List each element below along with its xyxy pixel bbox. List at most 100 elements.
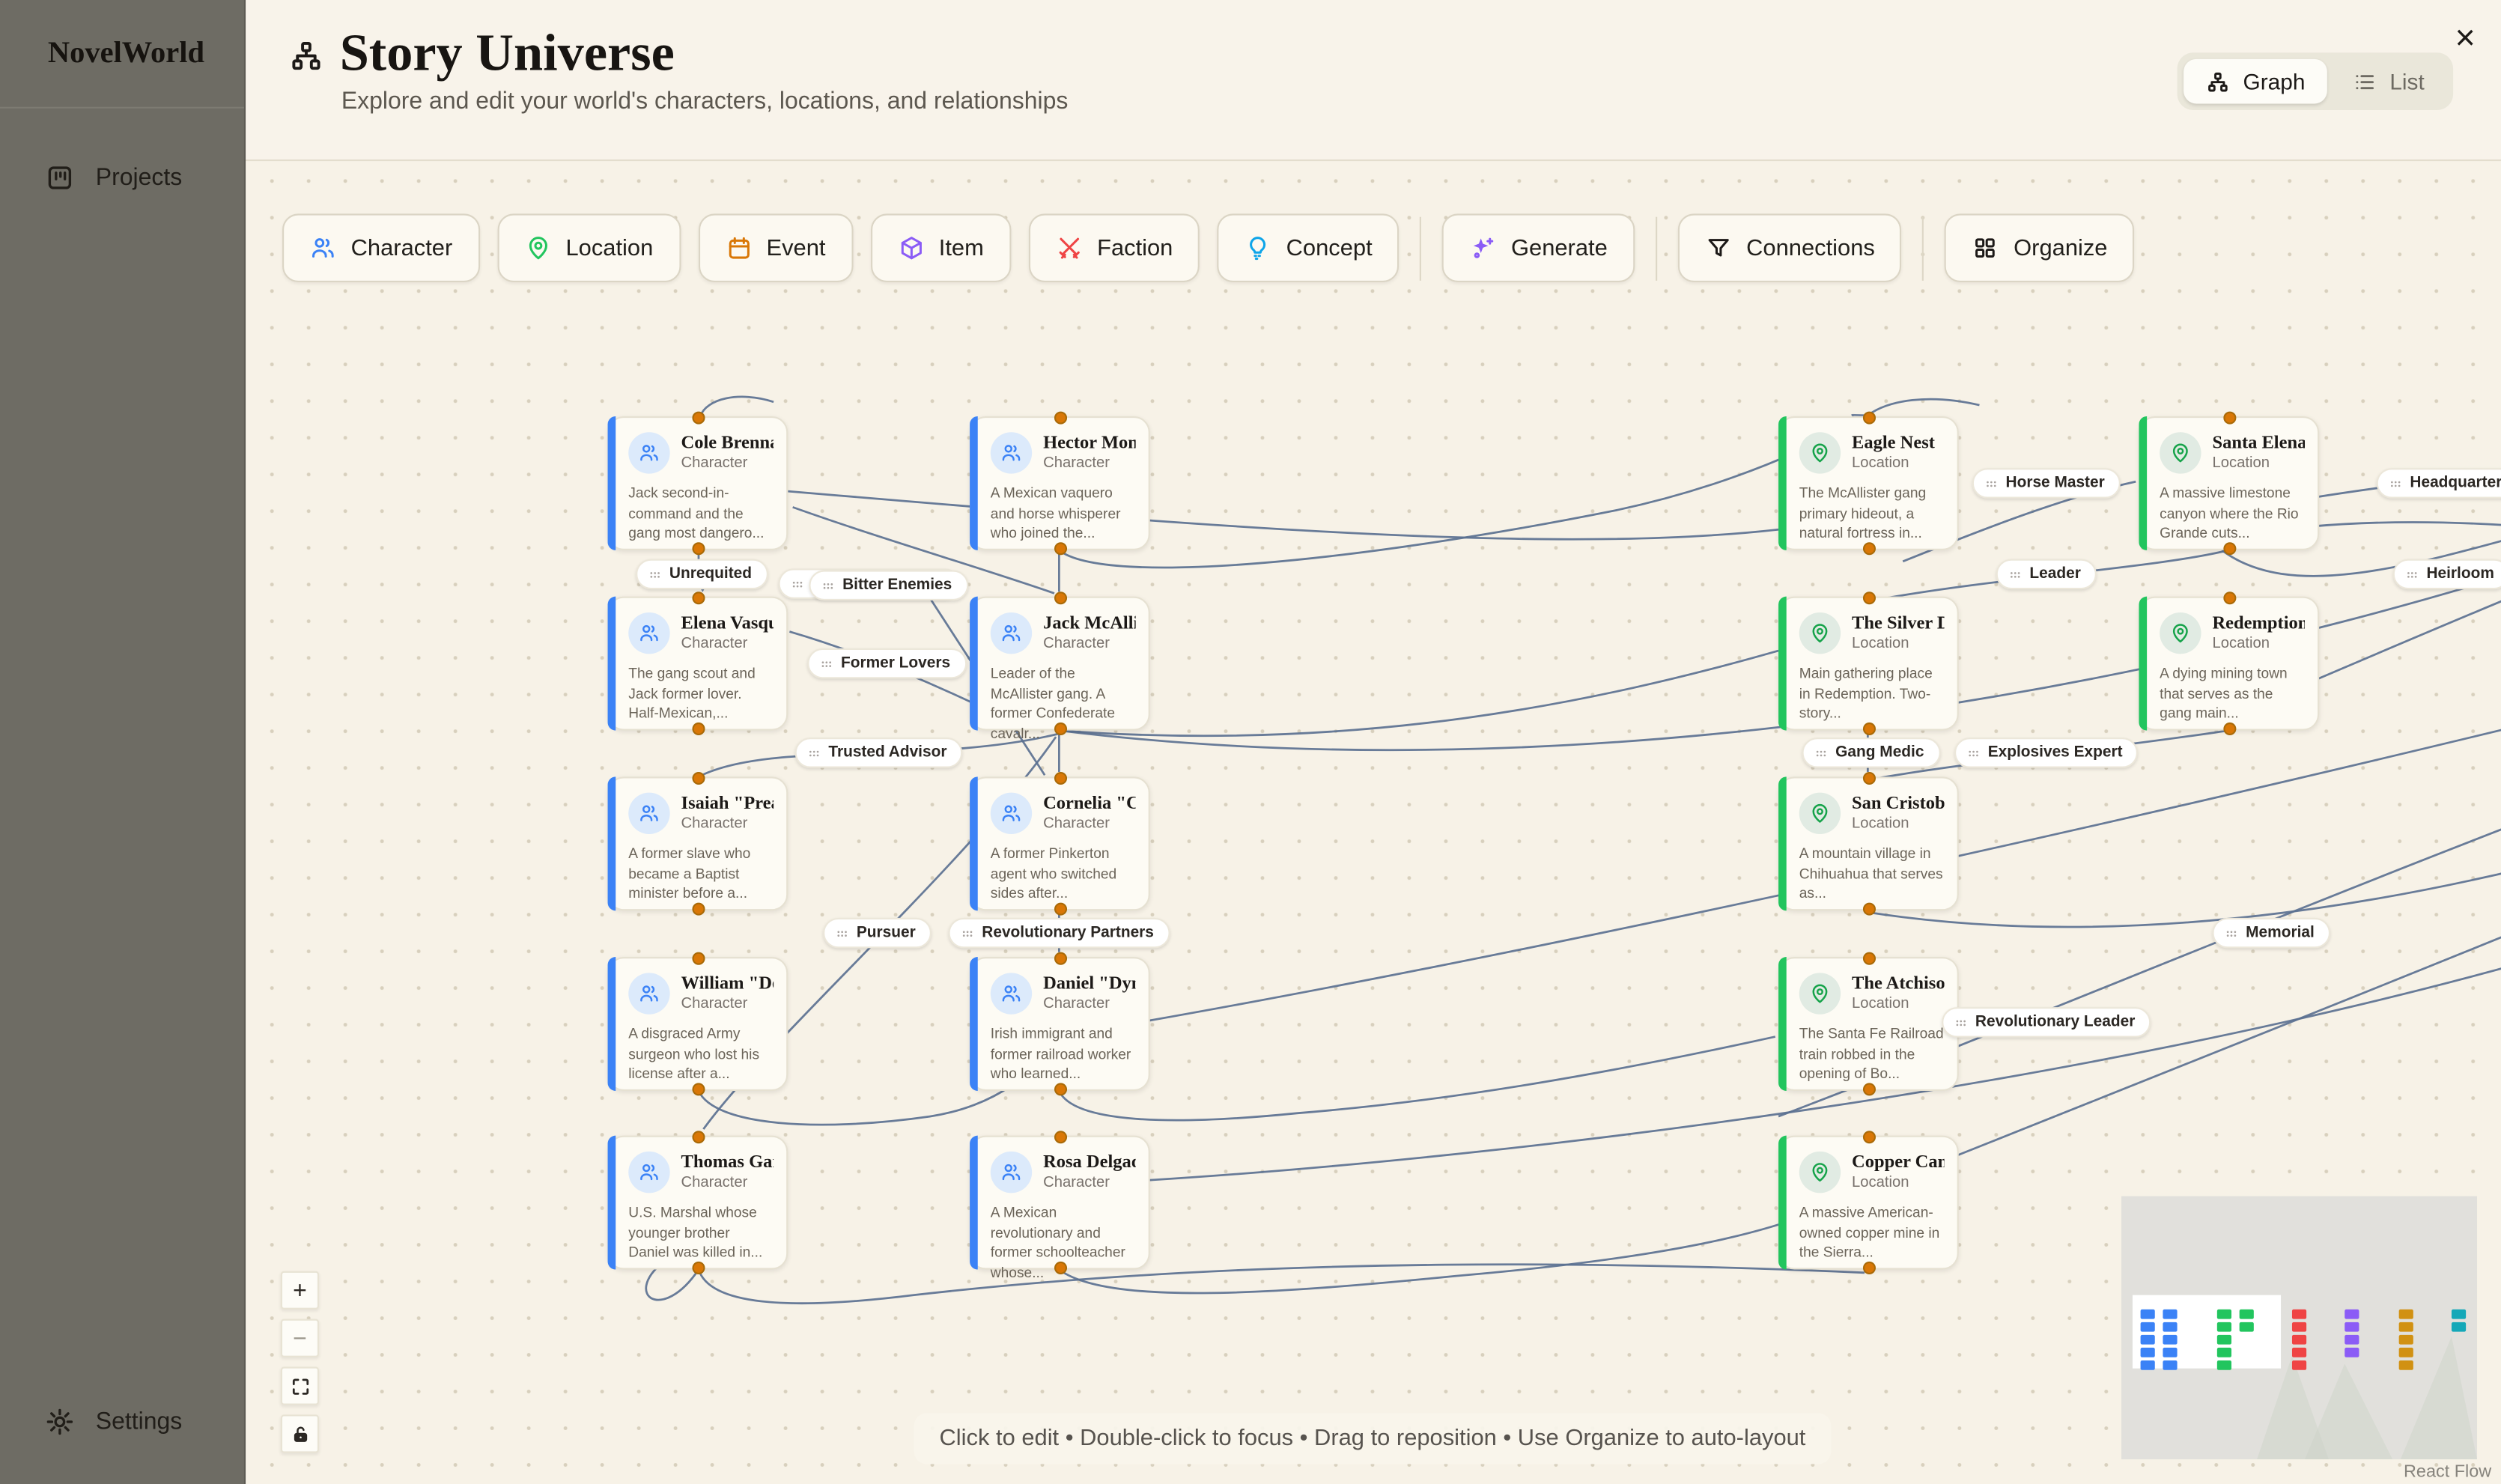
node-handle-bottom[interactable] (1053, 542, 1066, 556)
node-handle-bottom[interactable] (691, 1261, 705, 1274)
graph-edge[interactable] (788, 490, 1779, 541)
edge-label[interactable]: Pursuer (823, 917, 932, 949)
graph-edge[interactable] (2312, 521, 2501, 555)
node-handle-bottom[interactable] (1053, 722, 1066, 735)
graph-edge[interactable] (699, 395, 774, 417)
edge-label[interactable]: Explosives Expert (1954, 738, 2139, 768)
tab-list[interactable]: List (2331, 59, 2447, 104)
edge-label[interactable]: Former Lovers (807, 648, 967, 679)
node-handle-bottom[interactable] (691, 902, 705, 916)
node-handle-top[interactable] (1862, 1131, 1875, 1144)
lock-button[interactable] (280, 1414, 320, 1453)
graph-node[interactable]: Elena VasquezCharacterThe gang scout and… (607, 592, 788, 735)
edge-label[interactable]: Revolutionary Partners (948, 917, 1170, 949)
node-handle-top[interactable] (691, 771, 705, 785)
node-handle-top[interactable] (1862, 411, 1875, 425)
toolbar-button-faction[interactable]: Faction (1028, 213, 1200, 283)
minimap-viewport[interactable] (2132, 1295, 2282, 1369)
node-handle-top[interactable] (691, 952, 705, 965)
node-handle-bottom[interactable] (2222, 722, 2236, 735)
close-icon[interactable]: × (2455, 17, 2476, 58)
node-handle-bottom[interactable] (1862, 722, 1875, 735)
sidebar-item-projects[interactable]: Projects (0, 144, 244, 213)
graph-edge[interactable] (1058, 1036, 1776, 1122)
node-handle-top[interactable] (691, 1131, 705, 1144)
node-handle-top[interactable] (1053, 771, 1066, 785)
node-title: Cole Brennan (681, 434, 774, 453)
graph-edge[interactable] (1059, 649, 1779, 738)
edge-label[interactable]: Gang Medic (1802, 738, 1940, 768)
toolbar-button-connections[interactable]: Connections (1677, 213, 1903, 283)
edge-label[interactable]: Memorial (2212, 917, 2331, 949)
node-handle-bottom[interactable] (1862, 1261, 1875, 1274)
node-handle-top[interactable] (1053, 411, 1066, 425)
graph-node[interactable]: Cole BrennanCharacterJack second-in-comm… (607, 411, 788, 556)
node-handle-top[interactable] (1862, 952, 1875, 965)
zoom-in-button[interactable]: + (280, 1271, 320, 1310)
graph-edge[interactable] (2301, 507, 2501, 687)
zoom-out-button[interactable]: − (280, 1319, 320, 1357)
edge-label[interactable]: Leader (1996, 559, 2097, 590)
graph-node[interactable]: Rosa DelgadoCharacterA Mexican revolutio… (970, 1131, 1150, 1280)
node-handle-top[interactable] (691, 592, 705, 605)
toolbar-button-character[interactable]: Character (282, 213, 480, 283)
edge-label[interactable]: Bitter Enemies (809, 570, 968, 600)
graph-node[interactable]: Hector MontoyaCharacterA Mexican vaquero… (970, 411, 1150, 556)
tab-graph[interactable]: Graph (2184, 58, 2328, 104)
graph-node[interactable]: Santa Elena CanyonLocationA massive lime… (2139, 411, 2320, 556)
toolbar-button-organize[interactable]: Organize (1945, 213, 2135, 283)
node-handle-bottom[interactable] (2222, 542, 2236, 556)
edge-label[interactable]: Revolutionary Leader (1942, 1007, 2151, 1038)
node-handle-top[interactable] (1862, 592, 1875, 605)
graph-node[interactable]: San CristobalLocationA mountain village … (1778, 771, 1959, 916)
edge-label[interactable]: Heirloom (2392, 559, 2501, 590)
graph-node[interactable]: Thomas GarrettCharacterU.S. Marshal whos… (607, 1131, 788, 1274)
node-handle-bottom[interactable] (691, 1083, 705, 1096)
graph-edge[interactable] (697, 1263, 1865, 1305)
toolbar-button-event[interactable]: Event (697, 213, 853, 283)
node-handle-bottom[interactable] (1053, 902, 1066, 916)
node-handle-bottom[interactable] (691, 542, 705, 556)
toolbar-button-item[interactable]: Item (870, 213, 1012, 283)
fit-view-button[interactable] (280, 1366, 320, 1405)
node-handle-top[interactable] (1053, 1131, 1066, 1144)
node-handle-top[interactable] (2222, 592, 2236, 605)
node-handle-bottom[interactable] (1862, 902, 1875, 916)
sidebar-item-settings[interactable]: Settings (0, 1387, 244, 1456)
graph-edge[interactable] (1864, 398, 1980, 419)
users-icon (990, 973, 1033, 1015)
node-handle-top[interactable] (1862, 771, 1875, 785)
toolbar-button-generate[interactable]: Generate (1442, 213, 1635, 283)
node-handle-bottom[interactable] (691, 722, 705, 735)
react-flow-attribution[interactable]: React Flow (2403, 1462, 2492, 1481)
node-handle-top[interactable] (691, 411, 705, 425)
edge-label[interactable]: Headquarters (2376, 468, 2501, 499)
node-handle-bottom[interactable] (1862, 542, 1875, 556)
edge-label[interactable]: Horse Master (1972, 468, 2121, 499)
graph-edge[interactable] (1868, 806, 2501, 928)
node-handle-top[interactable] (2222, 411, 2236, 425)
graph-node[interactable]: Jack McAllisterCharacterLeader of the Mc… (970, 592, 1150, 741)
node-handle-bottom[interactable] (1862, 1083, 1875, 1096)
node-handle-top[interactable] (1053, 592, 1066, 605)
node-handle-bottom[interactable] (1053, 1083, 1066, 1096)
toolbar-button-concept[interactable]: Concept (1218, 213, 1400, 283)
node-handle-top[interactable] (1053, 952, 1066, 965)
edge-label[interactable]: Unrequited (636, 559, 768, 590)
minimap[interactable] (2121, 1196, 2478, 1460)
graph-edge[interactable] (1058, 421, 1861, 569)
node-handle-bottom[interactable] (1053, 1261, 1066, 1274)
sidebar-item-label: Projects (95, 164, 183, 192)
graph-edge[interactable] (1058, 1182, 1869, 1295)
edge-label[interactable]: Trusted Advisor (794, 738, 963, 768)
toolbar-button-location[interactable]: Location (496, 213, 681, 283)
